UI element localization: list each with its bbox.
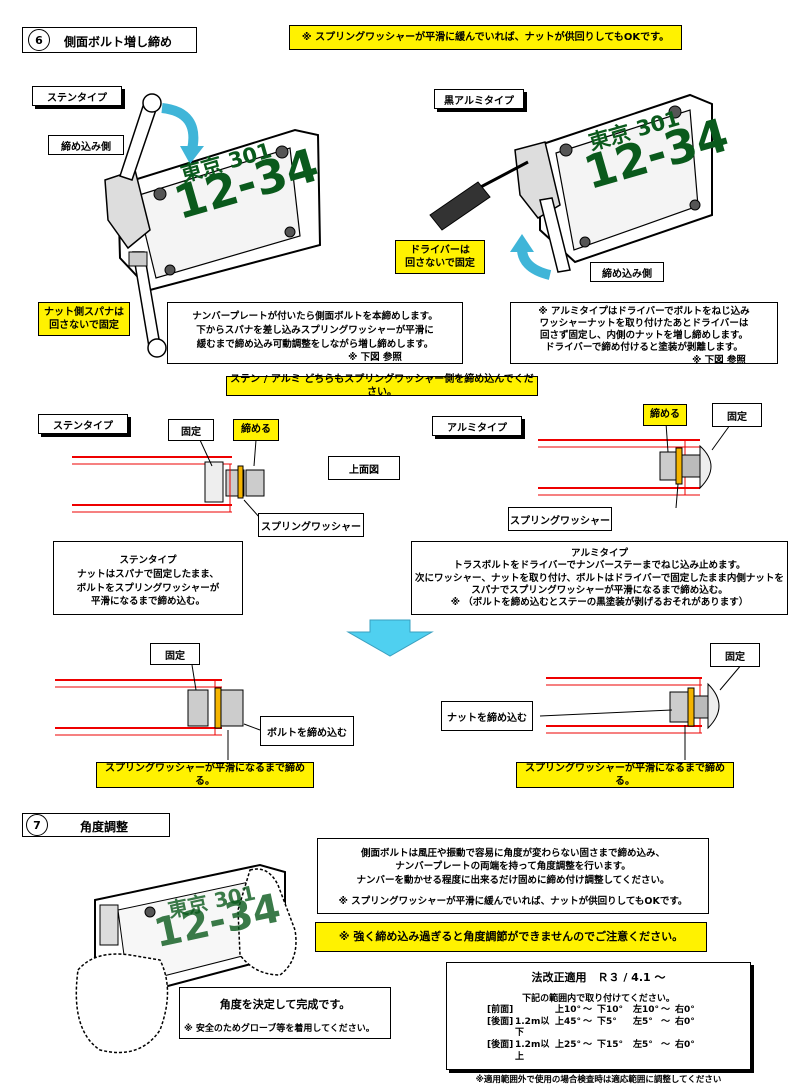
stain-spring-washer-label: スプリングワッシャー bbox=[258, 513, 364, 537]
section6-title: 側面ボルト増し締め bbox=[64, 35, 173, 49]
alumi-fixed-label: 固定 bbox=[712, 403, 762, 427]
nut-spanner-note: ナット側スパナは 回さないで固定 bbox=[38, 302, 130, 336]
top-view-label: 上面図 bbox=[328, 456, 400, 480]
stain-description: ステンタイプ ナットはスパナで固定したまま、 ボルトをスプリングワッシャーが 平… bbox=[53, 541, 243, 615]
section6-header bbox=[22, 27, 197, 53]
over-tighten-warning: ※ 強く締め込み過ぎると角度調節ができませんのでご注意ください。 bbox=[315, 922, 707, 952]
law-box: 法改正適用 Ｒ３ / 4.1 ～ 下記の範囲内で取り付けてください。 [前面] … bbox=[446, 962, 751, 1085]
right-type-label: 黒アルミタイプ bbox=[434, 89, 524, 109]
alumi-type-label: アルミタイプ bbox=[432, 416, 522, 436]
alumi-spring-washer-label: スプリングワッシャー bbox=[508, 507, 612, 531]
stain-flat-note: スプリングワッシャーが平滑になるまで締める。 bbox=[96, 762, 314, 788]
stain-tighten-label: 締める bbox=[233, 419, 279, 441]
driver-note: ドライバーは 回さないで固定 bbox=[395, 240, 485, 274]
left-plate-illustration bbox=[104, 93, 322, 358]
stain-after-fixed-label: 固定 bbox=[150, 643, 200, 665]
stain-diagram-before bbox=[72, 439, 265, 519]
complete-note: ※ 安全のためグローブ等を着用してください。 bbox=[184, 1024, 375, 1034]
left-type-label: ステンタイプ bbox=[32, 86, 122, 106]
section6-number: 6 bbox=[28, 29, 50, 51]
complete-title: 角度を決定して完成です。 bbox=[219, 998, 351, 1011]
section7-number: 7 bbox=[26, 814, 48, 836]
instruction-right: ※ アルミタイプはドライバーでボルトをねじ込み ワッシャーナットを取り付けたあと… bbox=[510, 302, 778, 366]
alumi-description: アルミタイプ トラスボルトをドライバーでナンバーステーまでねじ込み止めます。 次… bbox=[411, 541, 788, 615]
section6-top-note: ※ スプリングワッシャーが平滑に緩んでいれば、ナットが供回りしてもOKです。 bbox=[289, 25, 682, 50]
alumi-diagram-after bbox=[539, 663, 743, 760]
law-footer: ※適用範囲外で使用の場合検査時は適応範囲に調整してください bbox=[475, 1075, 722, 1086]
alumi-flat-note: スプリングワッシャーが平滑になるまで締める。 bbox=[516, 762, 734, 788]
left-tighten-side-label: 締め込み側 bbox=[48, 135, 124, 155]
bolt-in-label: ボルトを締め込む bbox=[260, 716, 354, 746]
section7-title: 角度調整 bbox=[80, 820, 129, 834]
law-rows: [前面] 上10° ～ 下10° 左10° ～ 右0° [後面] 1.2m以下 … bbox=[447, 1005, 750, 1063]
stain-type-label: ステンタイプ bbox=[38, 414, 128, 434]
law-intro: 下記の範囲内で取り付けてください。 bbox=[522, 994, 675, 1004]
law-row: [後面] 1.2m以上 上25° ～ 下15° 左5° ～ 右0° bbox=[487, 1040, 695, 1062]
alumi-diagram-before bbox=[538, 422, 731, 509]
alumi-tighten-label: 締める bbox=[643, 404, 687, 426]
right-plate-illustration bbox=[429, 93, 713, 280]
stain-diagram-after bbox=[55, 664, 261, 760]
section7-description: 側面ボルトは風圧や振動で容易に角度が変わらない固さまで締め込み、 ナンバープレー… bbox=[317, 838, 709, 914]
alumi-after-fixed-label: 固定 bbox=[710, 643, 760, 667]
law-row: [後面] 1.2m以下 上45° ～ 下5° 左5° ～ 右0° bbox=[487, 1016, 695, 1039]
both-types-note: ステン / アルミ どちらもスプリングワッシャー側を締め込んでください。 bbox=[226, 374, 538, 398]
law-title: 法改正適用 Ｒ３ / 4.1 ～ bbox=[531, 971, 666, 984]
nut-in-label: ナットを締め込む bbox=[441, 701, 533, 731]
complete-box: 角度を決定して完成です。 ※ 安全のためグローブ等を着用してください。 bbox=[179, 987, 391, 1039]
law-row: [前面] 上10° ～ 下10° 左10° ～ 右0° bbox=[487, 1005, 695, 1015]
instruction-left: ナンバープレートが付いたら側面ボルトを本締めします。 下からスパナを差し込みスプ… bbox=[167, 302, 463, 364]
right-tighten-side-label: 締め込み側 bbox=[590, 262, 664, 282]
stain-fixed-label: 固定 bbox=[168, 419, 214, 441]
